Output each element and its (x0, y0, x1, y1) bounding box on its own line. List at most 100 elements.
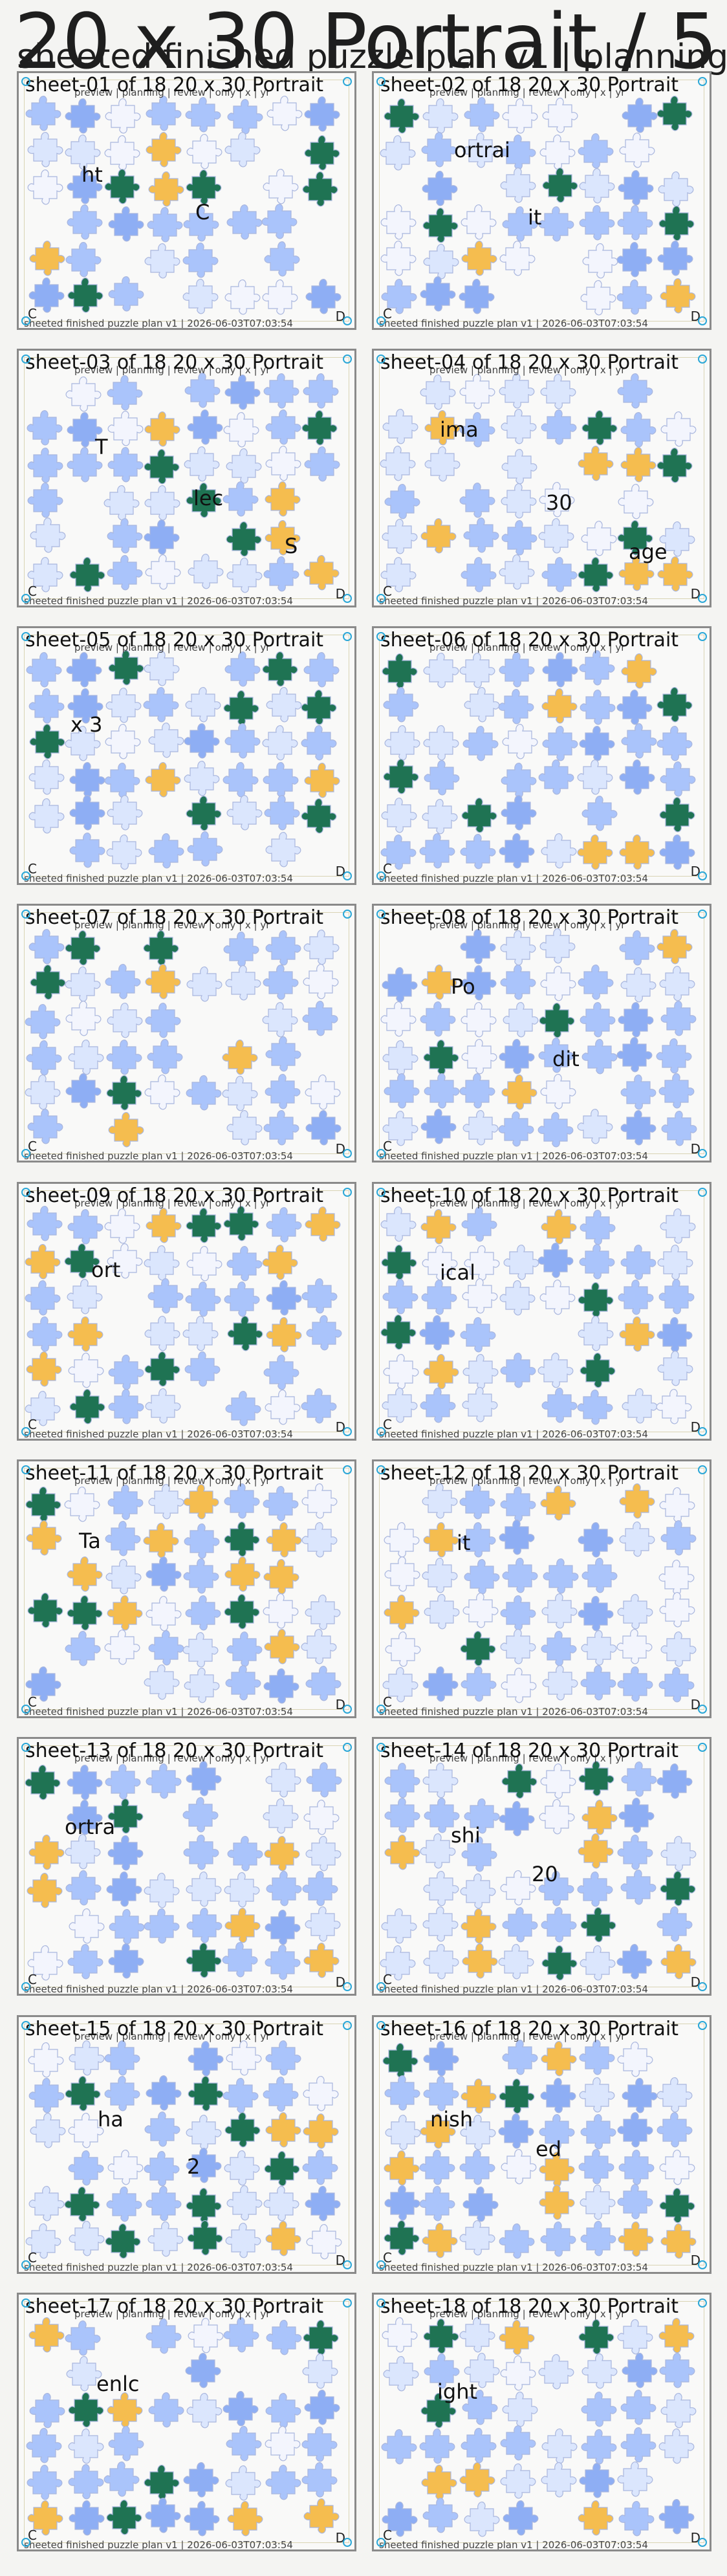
puzzle-piece (261, 1664, 301, 1704)
puzzle-piece (656, 201, 697, 241)
piece-layout: ortra (25, 1758, 349, 1981)
piece-layout: Ta (25, 1481, 349, 1704)
puzzle-piece (500, 202, 540, 242)
puzzle-piece (421, 1866, 461, 1906)
puzzle-piece (263, 441, 303, 481)
puzzle-piece (382, 94, 422, 134)
puzzle-piece (141, 682, 181, 723)
puzzle-piece (578, 2216, 618, 2256)
puzzle-piece (222, 647, 263, 687)
puzzle-piece (181, 1830, 221, 1870)
puzzle-piece (102, 481, 142, 521)
puzzle-piece (658, 1627, 699, 1667)
puzzle-piece (498, 960, 538, 1000)
puzzle-piece (536, 2350, 576, 2390)
puzzle-piece (302, 92, 342, 132)
puzzle-piece (541, 1554, 581, 1594)
puzzle-piece (459, 793, 499, 833)
puzzle-piece (184, 1867, 224, 1907)
puzzle-piece (299, 1384, 339, 1424)
puzzle-piece (655, 1759, 695, 1799)
puzzle-piece (383, 2110, 423, 2150)
puzzle-piece (263, 2421, 303, 2461)
puzzle-piece (459, 1034, 499, 1075)
puzzle-piece (382, 1793, 422, 1833)
puzzle-piece (615, 2037, 655, 2077)
puzzle-piece (380, 2313, 420, 2353)
puzzle-piece (144, 91, 184, 131)
puzzle-piece (66, 2424, 106, 2464)
sheet-heading-suffix: of 18 20 x 30 Portrait (116, 906, 324, 929)
image-text-fragment: ed (536, 2137, 561, 2161)
puzzle-piece (576, 1829, 616, 1869)
puzzle-piece (498, 1348, 538, 1388)
puzzle-piece (539, 2458, 579, 2498)
sheet-title: sheet-08 of 18 20 x 30 Portrait (380, 907, 678, 929)
puzzle-piece (655, 682, 695, 723)
puzzle-piece (27, 2181, 67, 2221)
puzzle-piece (457, 2216, 497, 2256)
puzzle-piece (380, 514, 420, 554)
sheet-border (379, 80, 704, 322)
puzzle-piece (657, 517, 697, 557)
puzzle-piece (616, 1275, 656, 1315)
puzzle-piece (261, 552, 301, 592)
puzzle-piece (497, 550, 537, 590)
puzzle-piece (499, 1759, 539, 1799)
puzzle-piece (420, 1662, 461, 1702)
puzzle-piece (418, 514, 459, 554)
puzzle-piece (577, 201, 617, 241)
puzzle-piece (65, 684, 105, 724)
puzzle-piece (221, 758, 261, 798)
puzzle-piece (378, 552, 418, 593)
puzzle-piece (458, 2110, 498, 2150)
puzzle-piece (656, 2424, 697, 2464)
sheet-subline: preview | planning | review | only | x |… (74, 87, 270, 98)
corner-label-left: C (383, 2527, 392, 2543)
sheet-footer: sheeted finished puzzle plan v1 | 2026-0… (379, 318, 648, 329)
registration-target-icon (376, 1982, 385, 1991)
piece-layout (25, 925, 349, 1148)
puzzle-piece (575, 755, 615, 795)
puzzle-piece (576, 1591, 616, 1632)
puzzle-piece (539, 1383, 580, 1423)
puzzle-piece (616, 1793, 656, 1833)
puzzle-piece (105, 791, 145, 831)
puzzle-piece (422, 756, 462, 796)
puzzle-piece (23, 1482, 63, 1522)
puzzle-piece (65, 442, 105, 483)
sheet-label: sheet-18 (380, 2295, 466, 2318)
puzzle-piece (105, 406, 146, 446)
puzzle-piece (262, 237, 302, 277)
puzzle-piece (301, 1795, 342, 1835)
puzzle-piece (380, 2038, 420, 2079)
sheet-label: sheet-10 (380, 1184, 466, 1207)
puzzle-piece (23, 91, 63, 131)
puzzle-piece (420, 2493, 461, 2533)
puzzle-piece (263, 2216, 303, 2256)
puzzle-piece (303, 1902, 343, 1942)
puzzle-piece (184, 2110, 224, 2150)
puzzle-piece (221, 2313, 261, 2353)
piece-layout: ort (25, 1203, 349, 1426)
puzzle-piece (380, 1106, 420, 1146)
puzzle-piece (264, 1276, 304, 1316)
puzzle-piece (263, 2036, 303, 2076)
sheet-subline: preview | planning | review | only | x |… (74, 1197, 270, 1209)
image-text-fragment: enlc (96, 2372, 140, 2396)
puzzle-piece (418, 272, 458, 312)
puzzle-piece (656, 1663, 697, 1703)
puzzle-piece (658, 757, 698, 797)
piece-layout: enlc (25, 2314, 349, 2537)
puzzle-piece (656, 2494, 697, 2535)
registration-target-icon (21, 594, 30, 603)
puzzle-piece (143, 1384, 183, 1424)
registration-target-icon (21, 632, 30, 641)
